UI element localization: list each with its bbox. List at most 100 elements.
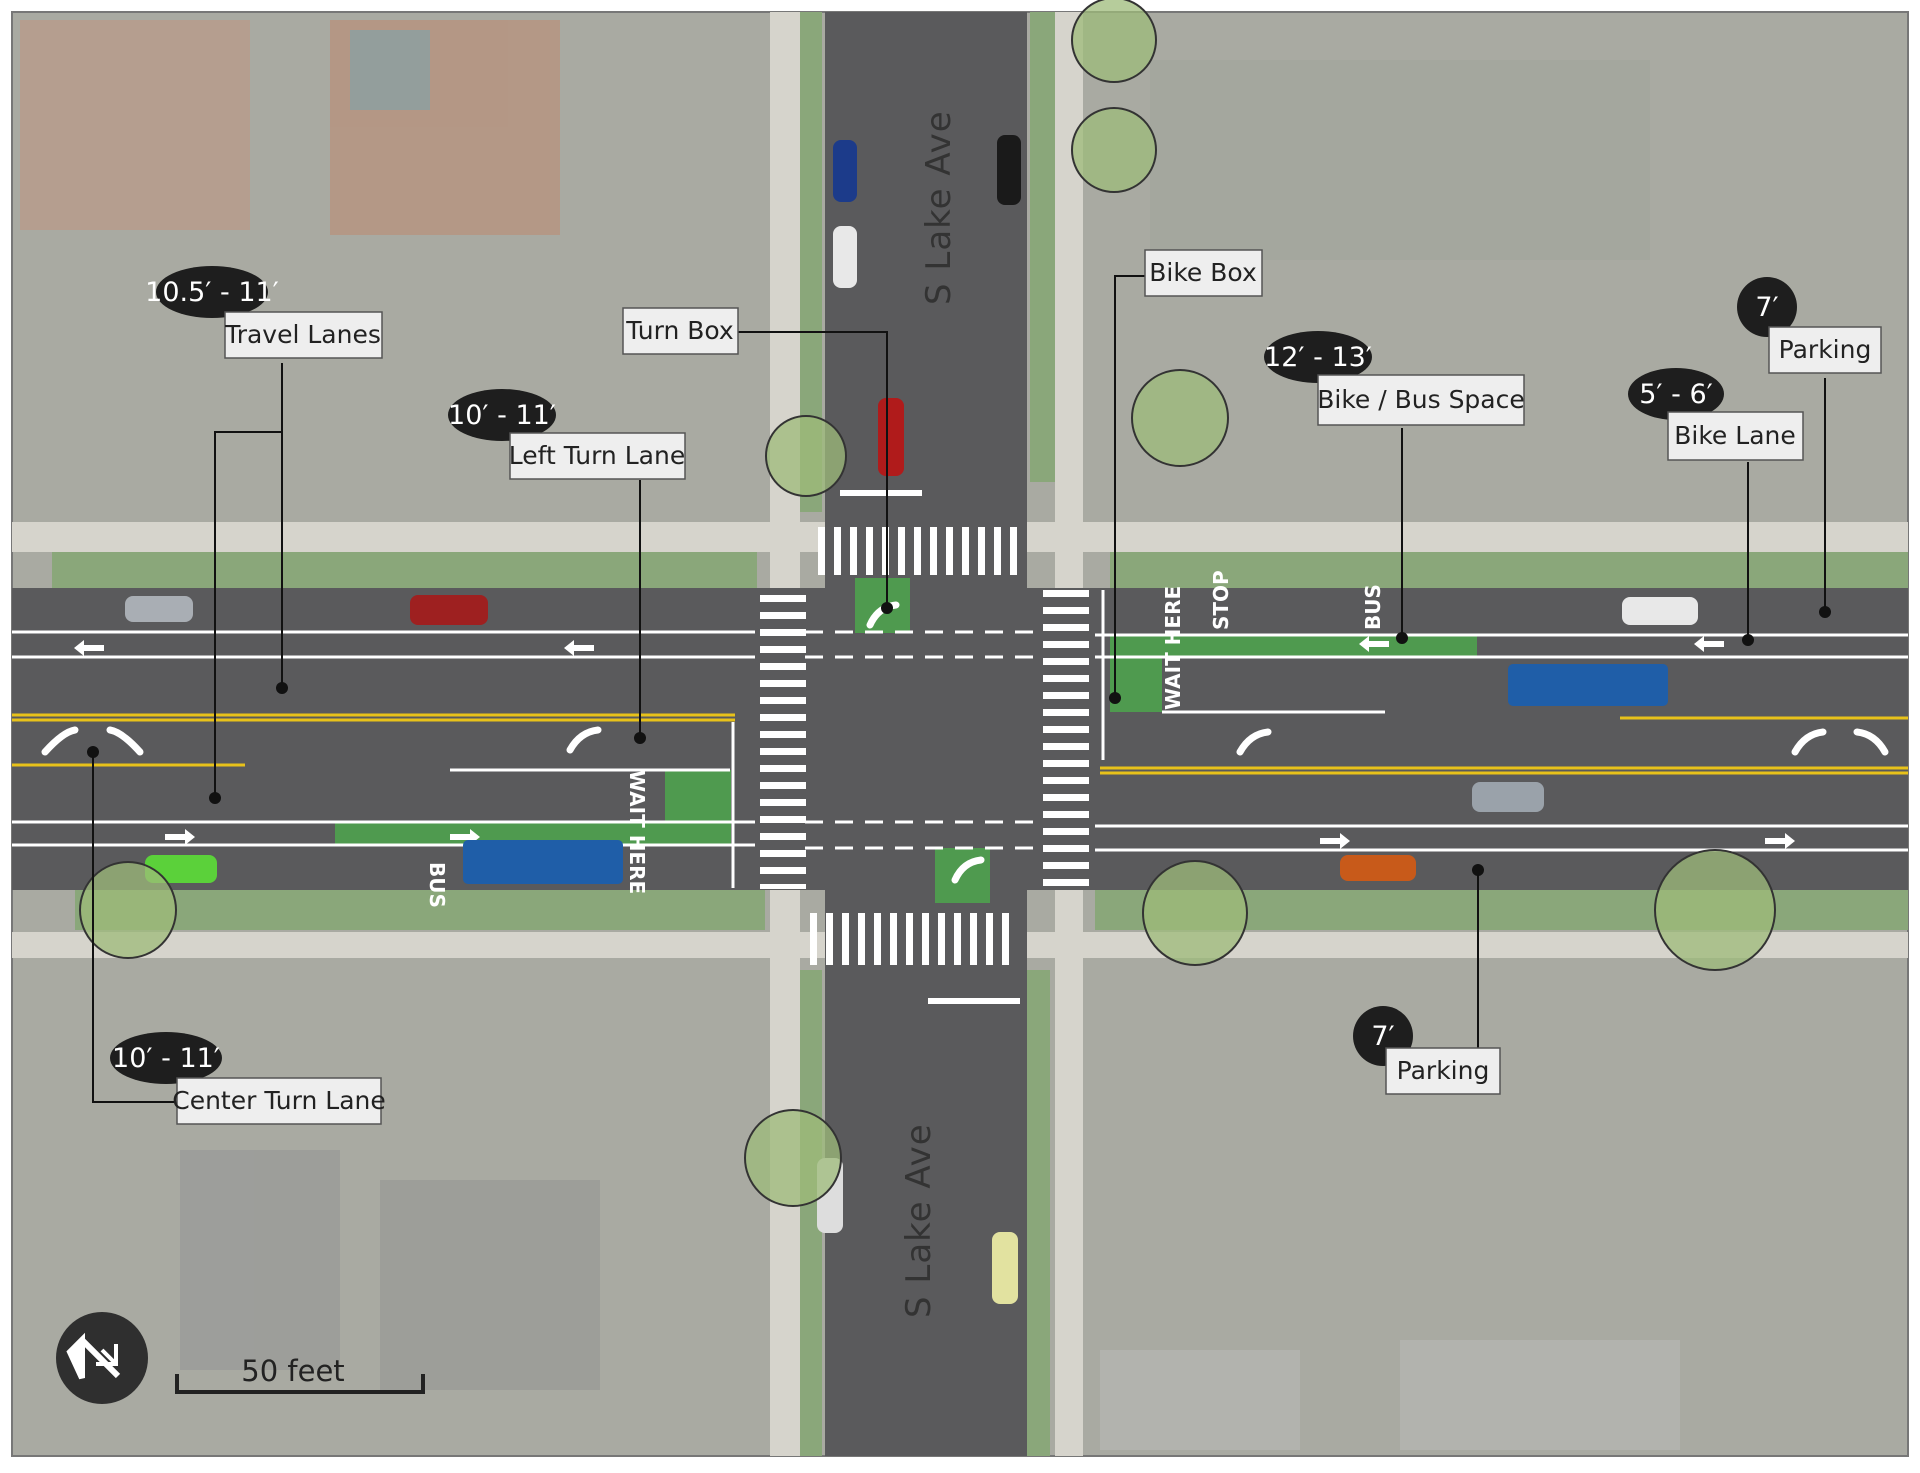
vehicles (125, 135, 1698, 1304)
intersection-dashes (805, 630, 1040, 850)
bike-lane-label: Bike Lane (1674, 421, 1795, 450)
left-turn-arrow-icon (1236, 728, 1272, 756)
stop-bar-north (840, 490, 922, 496)
north-south-roadway (825, 12, 1027, 1456)
tree (1071, 107, 1157, 193)
left-turn-arrow-icon (1791, 728, 1827, 756)
arrow-east-icon (165, 829, 195, 845)
center-turn-dimension: 10′ - 11′ (112, 1043, 220, 1074)
scale-bar: 50 feet (175, 1354, 425, 1394)
arrow-west-icon (1359, 636, 1389, 652)
travel-lanes-label: Travel Lanes (224, 320, 381, 349)
leader-dots (87, 602, 1831, 876)
stop-marking: STOP (1209, 570, 1233, 630)
bike-box-label-box (1144, 249, 1263, 297)
left-turn-arrow-icon (1853, 728, 1889, 756)
turn-box-label-box (622, 307, 739, 355)
leader-line-bike-box (1114, 275, 1145, 698)
bike-lane-label-box (1667, 411, 1804, 461)
leader-line-center-turn (92, 752, 175, 1103)
tree (79, 861, 177, 959)
leader-line-turn-box (738, 331, 888, 608)
turn-arrows (41, 601, 1889, 884)
north-arrow-icon (56, 1312, 148, 1404)
turn-box-arrow-icon (866, 601, 900, 629)
left-turn-arrow-icon (566, 726, 602, 754)
crosswalk-north (818, 527, 1017, 575)
street-name-north: S Lake Ave (919, 110, 959, 305)
bike-bus-dimension-badge (1264, 331, 1372, 383)
center-turn-label-box (176, 1077, 382, 1125)
building-footprints (20, 20, 1680, 1450)
arrow-west-icon (564, 640, 594, 656)
travel-lanes-label-box (224, 311, 383, 359)
parking-north-label-box (1768, 326, 1882, 374)
wait-here-marking-east: WAIT HERE (1161, 586, 1185, 710)
turn-box-label: Turn Box (625, 316, 733, 345)
bus (463, 840, 623, 884)
crosswalk-east (1043, 590, 1089, 886)
crosswalk-west (760, 595, 806, 889)
parking-south-label: Parking (1397, 1056, 1490, 1085)
tree (744, 1109, 842, 1207)
left-turn-arrow-icon (41, 726, 79, 756)
car (997, 135, 1021, 205)
tree (1131, 369, 1229, 467)
crosswalks (760, 490, 1089, 1004)
bike-box-label: Bike Box (1149, 258, 1256, 287)
tree (1142, 860, 1248, 966)
tree (1654, 849, 1776, 971)
bike-lane-dimension: 5′ - 6′ (1639, 379, 1713, 410)
parking-north-label: Parking (1779, 335, 1872, 364)
tree (1071, 0, 1157, 83)
parking-south-dimension: 7′ (1371, 1021, 1394, 1052)
bike-bus-label-box (1317, 374, 1525, 426)
car (992, 1232, 1018, 1304)
left-turn-dimension: 10′ - 11′ (448, 400, 556, 431)
travel-lanes-dimension-badge (156, 266, 268, 318)
bike-bus-label: Bike / Bus Space (1317, 385, 1525, 414)
trees (79, 0, 1776, 1207)
tree (765, 415, 847, 497)
left-turn-arrow-icon (106, 726, 144, 756)
car (833, 140, 857, 202)
parking-south-label-box (1385, 1047, 1501, 1095)
center-lines (12, 713, 1908, 775)
left-turn-dimension-badge (448, 389, 556, 441)
bike-bus-dimension: 12′ - 13′ (1264, 342, 1372, 373)
turn-box-arrow-icon (951, 856, 985, 884)
car (833, 226, 857, 288)
left-turn-label-box (509, 432, 686, 480)
crosswalk-south (810, 913, 1009, 965)
leader-lines (92, 275, 1826, 1103)
arrow-west-icon (1694, 636, 1724, 652)
car (410, 595, 488, 625)
stop-bar-south (928, 998, 1020, 1004)
arrow-east-icon (1765, 833, 1795, 849)
bus-marking-east: BUS (1361, 584, 1385, 630)
bike-lane-dimension-badge (1628, 368, 1724, 420)
leader-line-travel-lanes (214, 431, 282, 798)
arrow-east-icon (1320, 833, 1350, 849)
car (878, 398, 904, 476)
car (1472, 782, 1544, 812)
car (125, 596, 193, 622)
car (1622, 597, 1698, 625)
center-turn-dimension-badge (110, 1032, 222, 1084)
bus (1508, 664, 1668, 706)
label-boxes: Travel Lanes Left Turn Lane Turn Box Bik… (172, 249, 1882, 1125)
center-turn-label: Center Turn Lane (172, 1086, 386, 1115)
scale-bar-label: 50 feet (241, 1354, 344, 1388)
lane-stripes (12, 590, 1908, 888)
street-name-south: S Lake Ave (899, 1123, 939, 1318)
travel-lanes-dimension: 10.5′ - 11′ (145, 277, 279, 308)
bus-marking-west: BUS (425, 862, 449, 908)
parking-north-dimension: 7′ (1755, 292, 1778, 323)
arrow-west-icon (74, 640, 104, 656)
parking-north-dimension-badge (1737, 277, 1797, 337)
bike-lane-treatments (335, 578, 1477, 903)
wait-here-marking-west: WAIT HERE (625, 770, 649, 894)
car (1340, 855, 1416, 881)
